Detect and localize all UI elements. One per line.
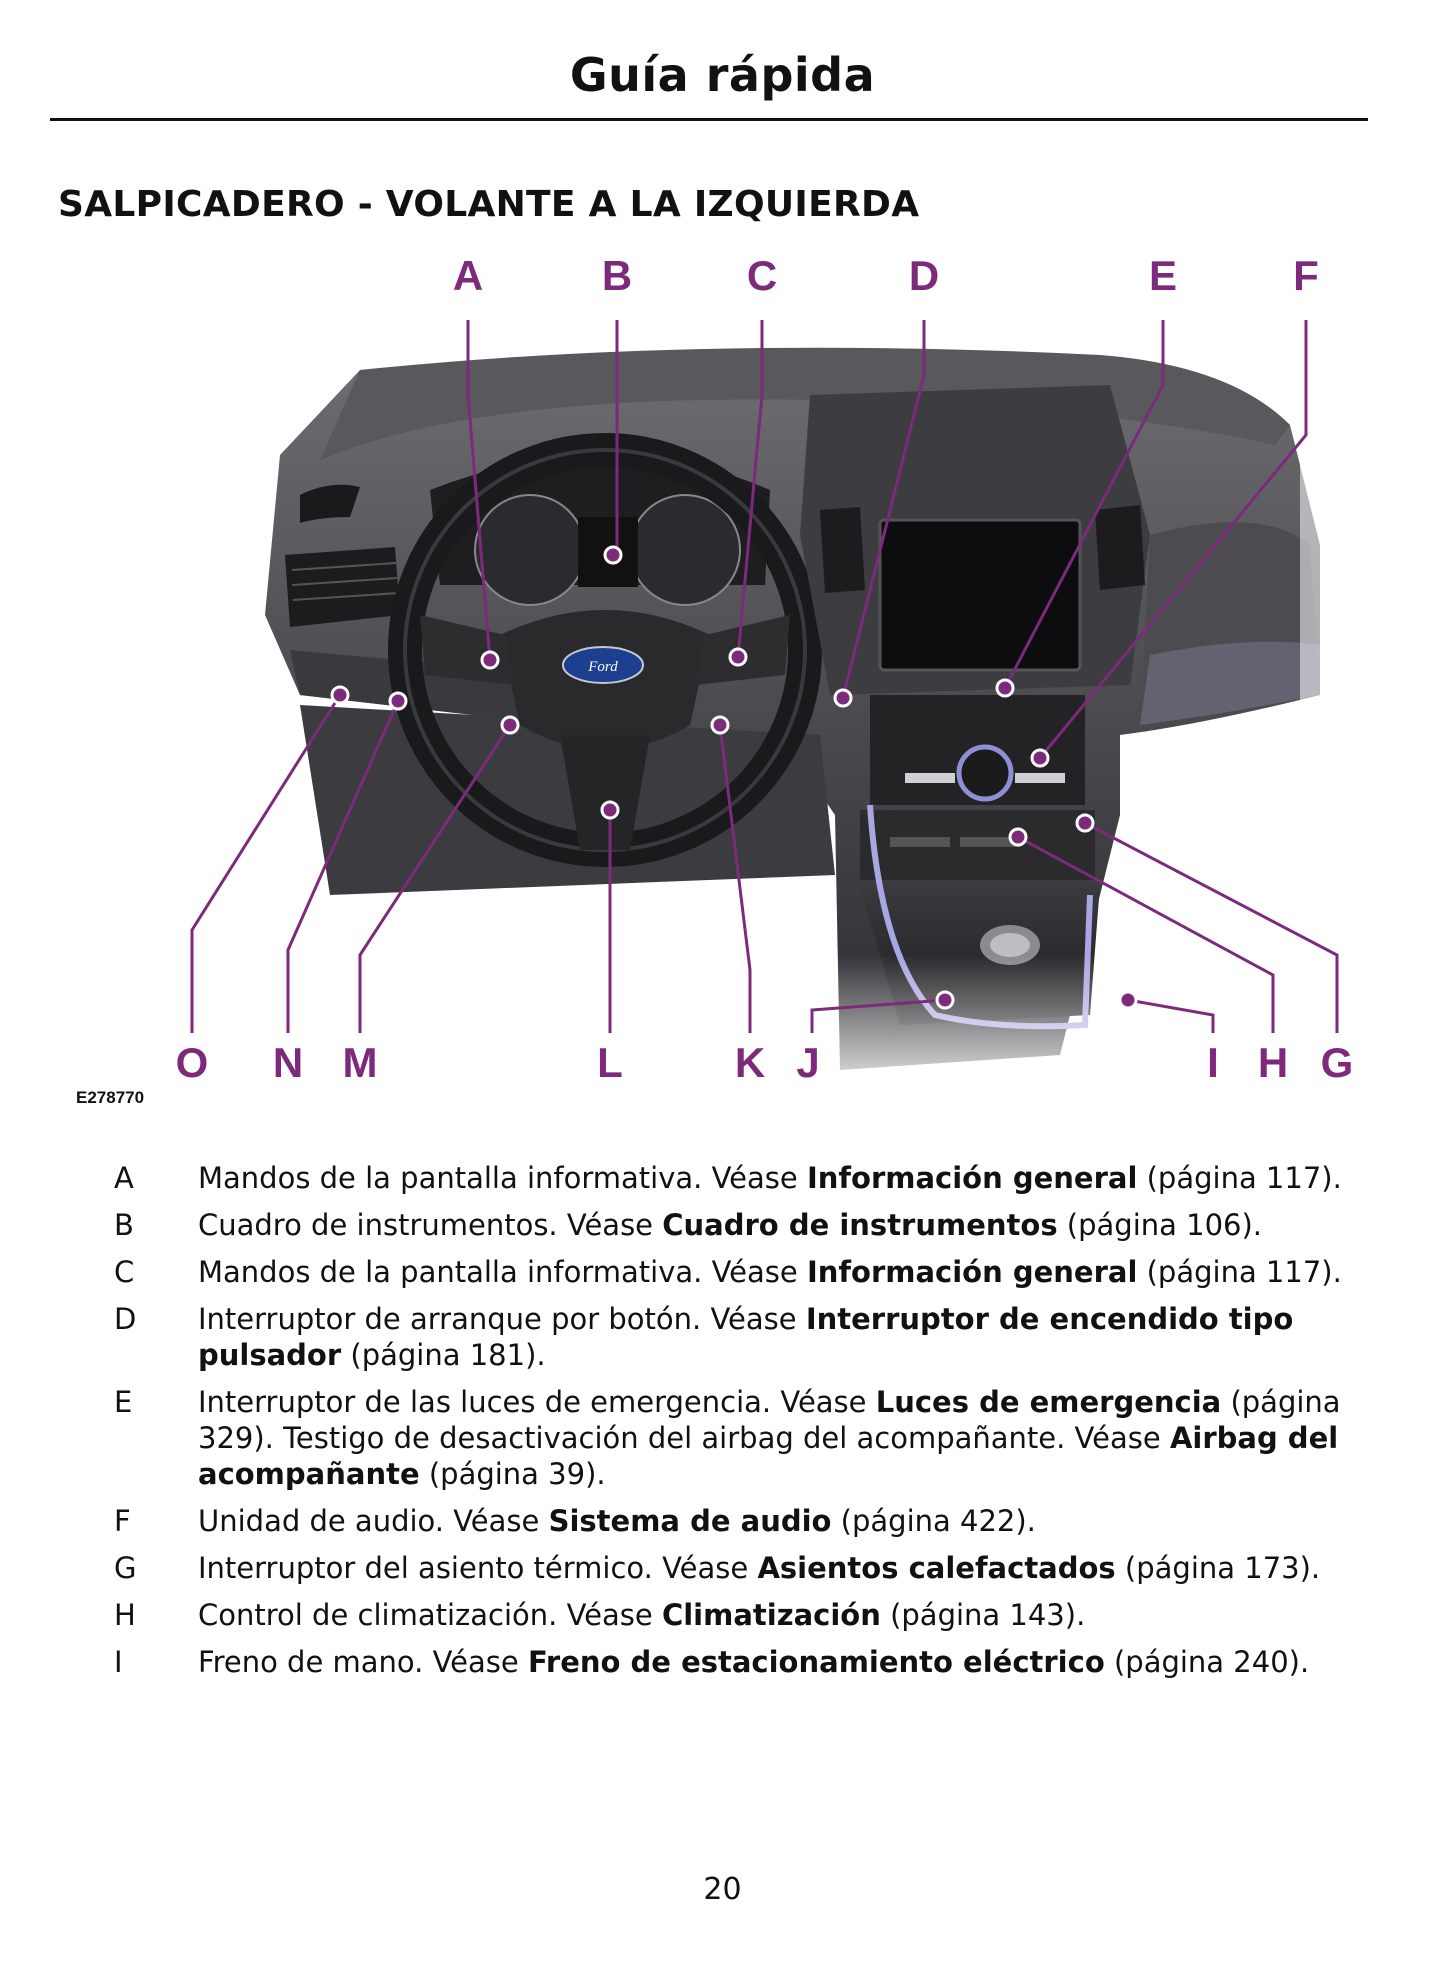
- legend-letter: C: [114, 1254, 144, 1290]
- legend-page-ref: (página 143).: [881, 1598, 1085, 1632]
- legend-item-a: A Mandos de la pantalla informativa. Véa…: [0, 1160, 1445, 1196]
- callout-dot-i: [1120, 992, 1136, 1008]
- legend-list: A Mandos de la pantalla informativa. Véa…: [0, 1160, 1445, 1691]
- legend-item-i: I Freno de mano. Véase Freno de estacion…: [0, 1644, 1445, 1680]
- legend-reference-link: Climatización: [662, 1598, 881, 1632]
- legend-description: Mandos de la pantalla informativa. Véase…: [198, 1254, 1348, 1290]
- legend-description: Control de climatización. Véase Climatiz…: [198, 1597, 1348, 1633]
- legend-text: Interruptor del asiento térmico. Véase: [198, 1551, 757, 1585]
- legend-letter: H: [114, 1597, 144, 1633]
- callout-dot-m: [502, 717, 518, 733]
- legend-letter: B: [114, 1207, 144, 1243]
- callout-dot-f: [1032, 750, 1048, 766]
- legend-page-ref: (página 422).: [831, 1504, 1035, 1538]
- legend-reference-link: Luces de emergencia: [876, 1385, 1222, 1419]
- callout-dot-a: [482, 652, 498, 668]
- callout-dot-b: [605, 547, 621, 563]
- legend-description: Interruptor de arranque por botón. Véase…: [198, 1301, 1348, 1373]
- legend-item-c: C Mandos de la pantalla informativa. Véa…: [0, 1254, 1445, 1290]
- callout-label-m: M: [343, 1039, 378, 1086]
- legend-reference-link: Freno de estacionamiento eléctrico: [528, 1645, 1105, 1679]
- callout-label-d: D: [909, 255, 939, 299]
- legend-page-ref: (página 106).: [1058, 1208, 1262, 1242]
- callout-label-l: L: [597, 1039, 623, 1086]
- legend-letter: G: [114, 1550, 144, 1586]
- callout-label-k: K: [735, 1039, 765, 1086]
- section-title: SALPICADERO - VOLANTE A LA IZQUIERDA: [58, 184, 919, 225]
- callout-label-i: I: [1207, 1039, 1219, 1086]
- legend-description: Freno de mano. Véase Freno de estacionam…: [198, 1644, 1348, 1680]
- legend-text: Freno de mano. Véase: [198, 1645, 528, 1679]
- callout-label-f: F: [1293, 255, 1319, 299]
- page-title: Guía rápida: [0, 48, 1445, 102]
- legend-description: Interruptor de las luces de emergencia. …: [198, 1384, 1348, 1492]
- legend-reference-link: Información general: [807, 1255, 1137, 1289]
- callout-dot-g: [1077, 815, 1093, 831]
- legend-letter: D: [114, 1301, 144, 1337]
- callout-dot-c: [730, 649, 746, 665]
- callout-label-e: E: [1149, 255, 1177, 299]
- legend-description: Cuadro de instrumentos. Véase Cuadro de …: [198, 1207, 1348, 1243]
- tachometer-dial: [630, 495, 740, 605]
- legend-text: Mandos de la pantalla informativa. Véase: [198, 1161, 807, 1195]
- legend-item-d: D Interruptor de arranque por botón. Véa…: [0, 1301, 1445, 1373]
- callout-dot-k: [712, 717, 728, 733]
- callout-label-c: C: [747, 255, 777, 299]
- legend-page-ref: (página 39).: [420, 1457, 606, 1491]
- legend-text: Interruptor de las luces de emergencia. …: [198, 1385, 876, 1419]
- legend-page-ref: (página 117).: [1137, 1161, 1341, 1195]
- legend-item-h: H Control de climatización. Véase Climat…: [0, 1597, 1445, 1633]
- infotainment-screen: [880, 520, 1080, 670]
- legend-reference-link: Cuadro de instrumentos: [662, 1208, 1057, 1242]
- legend-page-ref: (página 240).: [1105, 1645, 1309, 1679]
- speedometer-dial: [475, 495, 585, 605]
- callout-dot-n: [390, 693, 406, 709]
- figure-code: E278770: [76, 1088, 144, 1108]
- legend-item-b: B Cuadro de instrumentos. Véase Cuadro d…: [0, 1207, 1445, 1243]
- legend-letter: A: [114, 1160, 144, 1196]
- legend-page-ref: (página 173).: [1116, 1551, 1320, 1585]
- callout-dot-o: [332, 687, 348, 703]
- legend-text: Cuadro de instrumentos. Véase: [198, 1208, 662, 1242]
- center-vent-left: [820, 507, 865, 593]
- callout-label-g: G: [1321, 1039, 1354, 1086]
- legend-text: Control de climatización. Véase: [198, 1598, 662, 1632]
- legend-description: Interruptor del asiento térmico. Véase A…: [198, 1550, 1348, 1586]
- legend-item-e: E Interruptor de las luces de emergencia…: [0, 1384, 1445, 1492]
- legend-reference-link: Sistema de audio: [549, 1504, 832, 1538]
- callout-dot-l: [602, 802, 618, 818]
- legend-item-f: F Unidad de audio. Véase Sistema de audi…: [0, 1503, 1445, 1539]
- callout-label-n: N: [273, 1039, 303, 1086]
- callout-label-j: J: [796, 1039, 819, 1086]
- center-vent-right: [1095, 505, 1145, 590]
- legend-description: Mandos de la pantalla informativa. Véase…: [198, 1160, 1348, 1196]
- callout-dot-j: [937, 992, 953, 1008]
- legend-page-ref: (página 117).: [1137, 1255, 1341, 1289]
- callout-dot-h: [1010, 829, 1026, 845]
- callout-label-a: A: [453, 255, 483, 299]
- legend-text: Unidad de audio. Véase: [198, 1504, 549, 1538]
- ford-badge-text: Ford: [587, 659, 618, 675]
- page-number: 20: [0, 1872, 1445, 1907]
- legend-letter: F: [114, 1503, 144, 1539]
- legend-item-g: G Interruptor del asiento térmico. Véase…: [0, 1550, 1445, 1586]
- legend-page-ref: (página 181).: [341, 1338, 545, 1372]
- callout-label-h: H: [1258, 1039, 1288, 1086]
- legend-text: Mandos de la pantalla informativa. Véase: [198, 1255, 807, 1289]
- legend-reference-link: Asientos calefactados: [757, 1551, 1115, 1585]
- callout-label-b: B: [602, 255, 632, 299]
- left-air-vent: [285, 547, 400, 627]
- legend-text: Interruptor de arranque por botón. Véase: [198, 1302, 806, 1336]
- legend-reference-link: Información general: [807, 1161, 1137, 1195]
- legend-letter: E: [114, 1384, 144, 1420]
- legend-description: Unidad de audio. Véase Sistema de audio …: [198, 1503, 1348, 1539]
- title-divider: [50, 118, 1368, 121]
- audio-volume-knob: [959, 747, 1011, 799]
- callout-label-o: O: [176, 1039, 209, 1086]
- callout-dot-d: [835, 690, 851, 706]
- callout-dot-e: [997, 680, 1013, 696]
- legend-letter: I: [114, 1644, 144, 1680]
